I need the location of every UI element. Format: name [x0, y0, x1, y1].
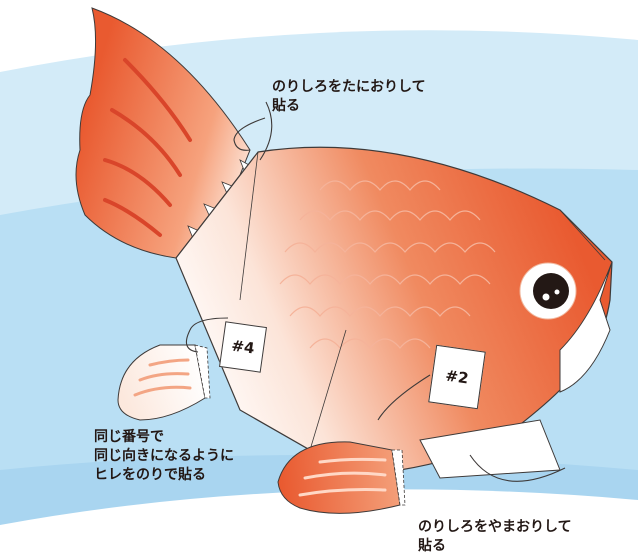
pectoral-fin-4-ribs — [133, 358, 192, 397]
pectoral-fin-4-tab — [194, 344, 211, 399]
part-label-2: #2 — [428, 344, 486, 410]
body-fold-lines — [239, 151, 606, 451]
water-wave-white — [0, 489, 638, 560]
bottom-fin-2-tab — [391, 449, 406, 506]
part-label-4: #4 — [219, 321, 267, 373]
note-fin-instruction: 同じ番号で 同じ向きになるように ヒレをのりで貼る — [94, 429, 234, 483]
fish-eye — [519, 262, 577, 320]
tail-fin — [75, 7, 251, 259]
note-valley-fold-glue: のりしろをたにおりして 貼る — [272, 79, 426, 114]
bottom-fin-2-ribs — [298, 457, 387, 497]
note-mountain-fold-glue: のりしろをやまおりして 貼る — [418, 519, 572, 554]
leader-lines — [185, 101, 566, 482]
fish-scales — [279, 180, 496, 349]
pectoral-fin-4 — [117, 344, 206, 421]
tail-fin-ribs — [103, 58, 192, 237]
fish-mouth — [559, 261, 613, 393]
